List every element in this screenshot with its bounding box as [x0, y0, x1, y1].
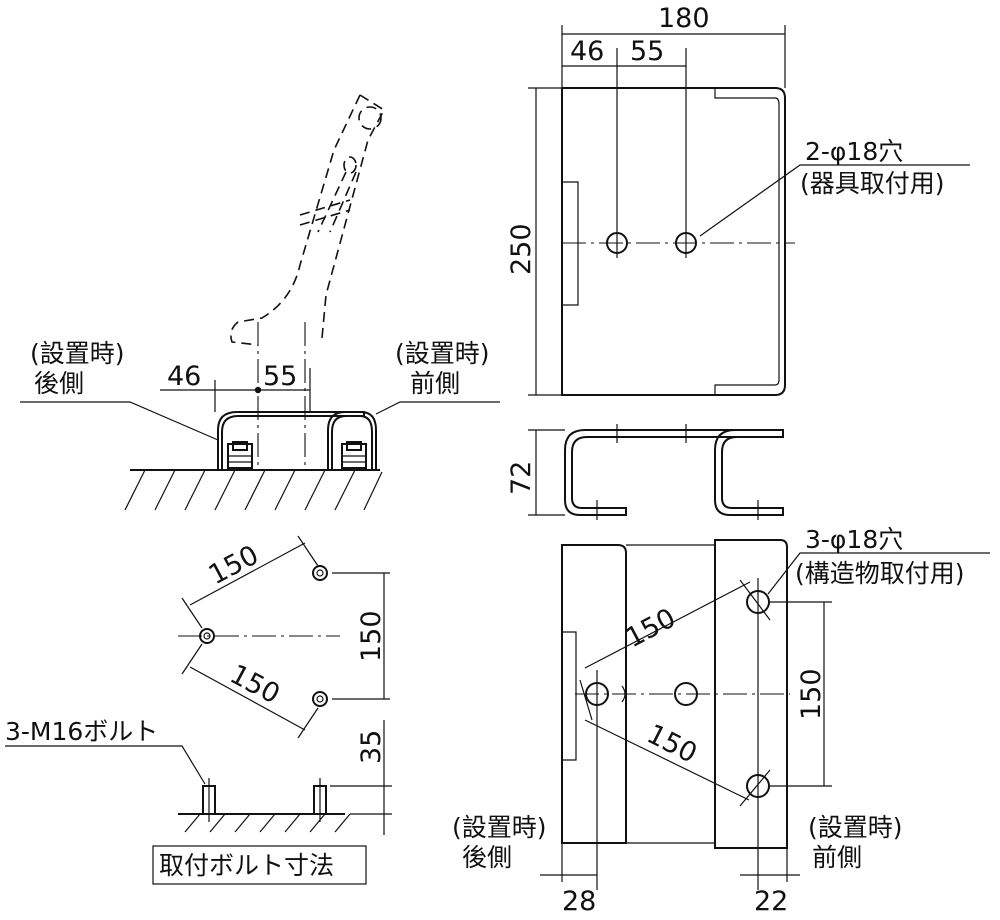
dim-55-plan: 55 [630, 36, 664, 67]
dim-250: 250 [506, 223, 537, 275]
rear-label-side-l2: 後側 [34, 369, 84, 398]
bolt-pattern: 150 150 150 [178, 535, 390, 739]
dim-22: 22 [754, 886, 788, 917]
bolt-rear-icon [227, 441, 253, 469]
dim-180: 180 [658, 3, 710, 34]
hole-structure-label-l1: 3-φ18穴 [805, 525, 903, 554]
dim-46-side: 46 [167, 361, 201, 392]
rear-label-side-l1: (設置時) [30, 339, 125, 368]
rear-label-base-l2: 後側 [462, 843, 512, 872]
front-label-base-l2: 前側 [812, 843, 862, 872]
dim-150-base-v: 150 [796, 668, 827, 720]
front-label-base-l1: (設置時) [808, 813, 903, 842]
base-view: 150 150 150 3-φ18穴 (構造物取付用) 28 22 (設置時) … [452, 525, 990, 917]
hole-fixture-label-l1: 2-φ18穴 [805, 137, 903, 166]
front-label-side-l1: (設置時) [395, 339, 490, 368]
side-view: 46 55 (設置時) 後側 (設置時) 前側 [20, 94, 500, 511]
dim-72: 72 [506, 461, 537, 495]
plan-view: 180 46 55 250 2-φ18穴 (器具取付用) [506, 3, 970, 396]
profile-view: 72 [506, 424, 784, 520]
ground-hatch [124, 469, 383, 511]
dim-150-bolt-d1: 150 [204, 540, 264, 592]
bolt-caption: 取付ボルト寸法 [159, 851, 334, 880]
bolt-front-icon [341, 441, 367, 469]
rear-label-base-l1: (設置時) [452, 813, 547, 842]
hole-fixture-label-l2: (器具取付用) [800, 169, 945, 198]
dim-46-plan: 46 [570, 36, 604, 67]
front-label-side-l2: 前側 [410, 369, 460, 398]
dim-150-base-d1: 150 [621, 603, 681, 655]
bolt-section: 35 3-M16ボルト 取付ボルト寸法 [5, 717, 392, 885]
dim-35: 35 [356, 730, 387, 764]
dim-150-bolt-v: 150 [356, 610, 387, 662]
bolt-label: 3-M16ボルト [5, 717, 158, 746]
dim-55-side: 55 [263, 361, 297, 392]
dim-28: 28 [562, 886, 596, 917]
hole-structure-label-l2: (構造物取付用) [795, 559, 965, 588]
